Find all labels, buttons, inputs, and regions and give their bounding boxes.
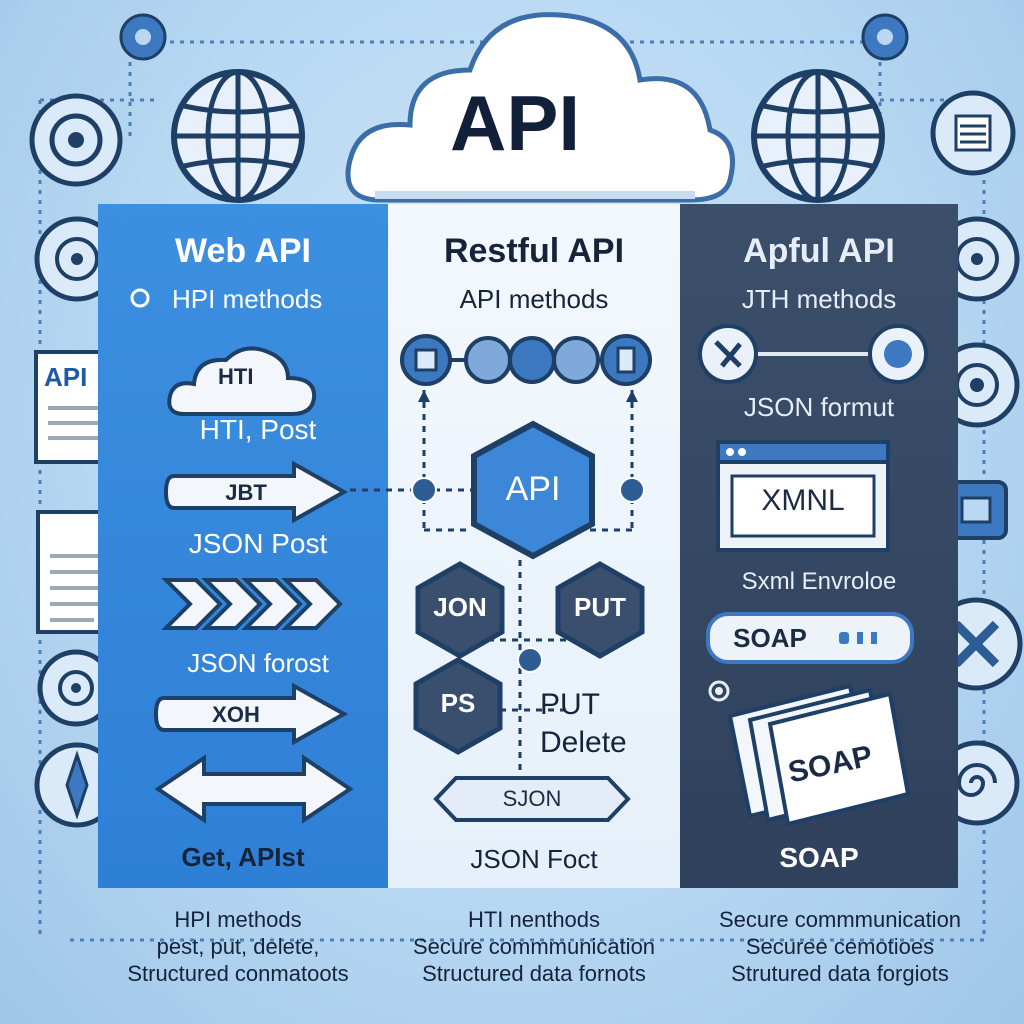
settings-icon <box>861 13 909 61</box>
footer-line: Structured conmatoots <box>127 961 349 986</box>
soap-xml-window-label: XMNL <box>761 484 845 517</box>
rest-footer: HTI nenthods Secure commmunication Struc… <box>388 906 680 987</box>
compass-icon <box>34 742 120 828</box>
web-footer: HPI methods pest, put, delete, Structure… <box>98 906 378 987</box>
tag-icon <box>433 776 631 822</box>
api-hexagon-label: API <box>505 470 561 508</box>
web-bottom-label: Get, APIst <box>181 842 305 872</box>
stacked-pages-icon <box>727 683 911 827</box>
footer-line: Secure commmunication <box>718 907 962 932</box>
rest-tag-label: SJON <box>502 786 562 811</box>
soap-api-title: Apful API <box>743 232 895 270</box>
footer-line: HTI nenthods <box>467 907 601 932</box>
arrow-right-icon <box>153 682 349 746</box>
api-hexagon <box>471 420 595 560</box>
globe-icon <box>751 69 885 203</box>
list-icon <box>930 90 1016 176</box>
soap-envelope-label: Sxml Envroloe <box>741 568 897 595</box>
hexagon-icon <box>555 561 645 659</box>
web-arrow-1-label: JBT <box>225 480 267 505</box>
web-line-2: JSON Post <box>188 528 328 559</box>
rest-delete-label: Delete <box>540 726 627 759</box>
chevrons-icon <box>161 578 343 630</box>
hexagon-icon <box>415 561 505 659</box>
footer-line: Structured data fornots <box>422 961 646 986</box>
soap-json-format: JSON formut <box>743 392 895 422</box>
arrow-right-icon <box>163 460 349 524</box>
footer-line: Securee cemotioes <box>745 934 935 959</box>
rest-hex-left-label: JON <box>433 592 487 622</box>
footer-line: Secure commmunication <box>412 934 656 959</box>
settings-icon <box>119 13 167 61</box>
target-icon <box>29 93 123 187</box>
soap-toggle[interactable]: SOAP <box>706 612 914 664</box>
web-api-title: Web API <box>174 232 312 270</box>
restful-methods-label: API methods <box>459 284 609 314</box>
web-cloud-label: HTI <box>218 364 254 389</box>
soap-methods-label: JTH methods <box>741 284 897 314</box>
web-line-1: HTI, Post <box>199 414 317 445</box>
window-icon <box>716 440 890 552</box>
bullet-icon <box>708 680 730 702</box>
web-methods-label: HPI methods <box>172 284 323 314</box>
rest-hex-bottom-label: PS <box>440 688 476 718</box>
double-arrow-icon <box>154 754 354 824</box>
cloud-icon <box>167 346 317 416</box>
soap-bottom-label: SOAP <box>779 842 859 873</box>
footer-line: Strutured data forgiots <box>731 961 949 986</box>
bullet-icon <box>130 288 150 308</box>
footer-line: pest, put, delete, <box>156 934 320 959</box>
soap-toggle-label: SOAP <box>733 622 807 653</box>
restful-api-title: Restful API <box>443 232 625 270</box>
toggle-link-icon <box>698 324 928 384</box>
web-arrow-2-label: XOH <box>212 702 260 727</box>
connector-lines <box>350 390 645 780</box>
globe-icon <box>171 69 305 203</box>
method-chain-icon <box>400 334 652 386</box>
api-cloud <box>345 12 735 203</box>
footer-line: HPI methods <box>174 907 302 932</box>
toggle-dots-icon <box>838 632 877 644</box>
hexagon-icon <box>413 657 503 755</box>
rest-hex-right-label: PUT <box>574 592 626 622</box>
web-line-3: JSON forost <box>187 648 329 678</box>
rest-put-label: PUT <box>540 688 600 721</box>
rest-bottom-label: JSON Foct <box>470 844 598 874</box>
cloud-title: API <box>449 79 581 167</box>
soap-footer: Secure commmunication Securee cemotioes … <box>690 906 990 987</box>
document-api-label: API <box>44 362 88 392</box>
